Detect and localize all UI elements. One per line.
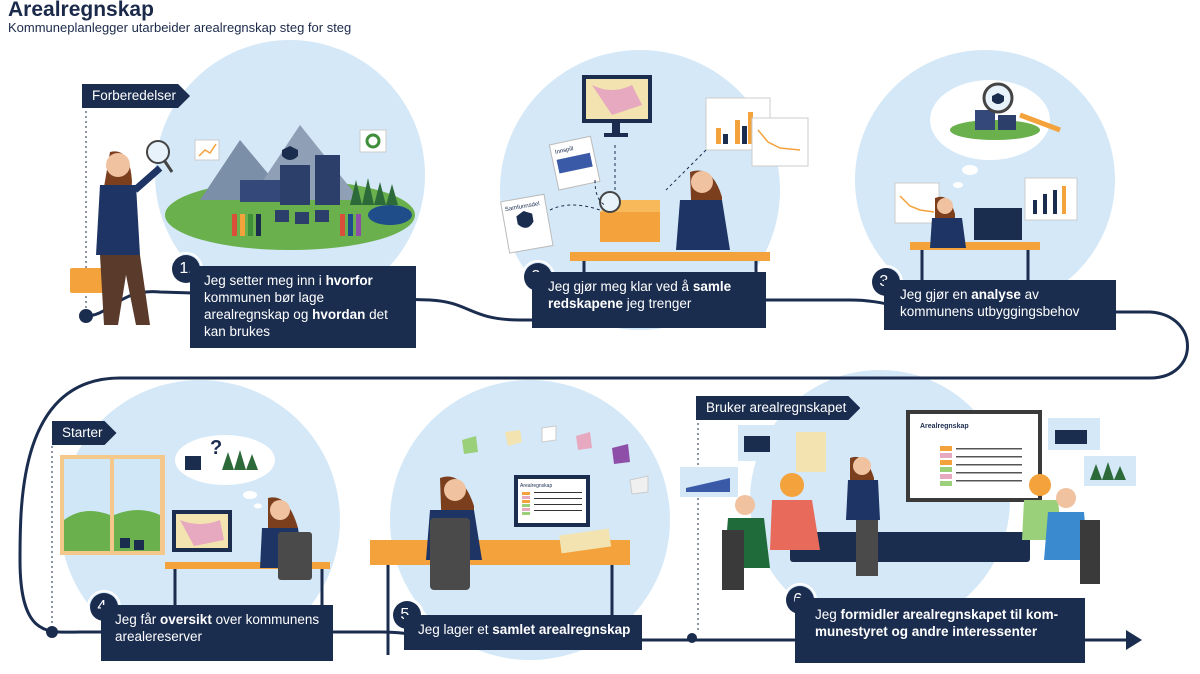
step-2-segment: Jeg gjør meg klar ved å [548, 279, 693, 294]
step-5-segment: Jeg lager et [418, 622, 492, 637]
step-5-text: Jeg lager et samlet arealregnskap [404, 615, 642, 650]
step-3-segment: Jeg gjør en [900, 287, 971, 302]
phase-tag-use: Bruker arealregnskapet [696, 396, 860, 420]
step-6-text: Jeg formidler arealregnskapet til kom-mu… [795, 598, 1085, 663]
step-4-segment: oversikt [160, 612, 212, 627]
phase-tag-start: Starter [52, 421, 117, 445]
step-4-text: Jeg får oversikt over kommunens arealere… [101, 605, 333, 661]
step-3-segment: analyse [971, 287, 1021, 302]
step-1-segment: hvordan [312, 307, 365, 322]
step-2-text: Jeg gjør meg klar ved å samle redskapene… [532, 272, 766, 328]
step-4-segment: Jeg får [115, 612, 160, 627]
phase-tag-preparation: Forberedelser [82, 84, 190, 108]
step-6-segment: formidler arealregnskapet til kom-munest… [815, 607, 1058, 639]
woman-with-magnifier-illustration [70, 141, 172, 325]
step-3-text: Jeg gjør en analyse av kommunens utbyggi… [884, 280, 1116, 330]
step-6-segment: Jeg [815, 607, 841, 622]
step-1-text: Jeg setter meg inn i hvorfor kommunen bø… [190, 266, 416, 348]
screen5-title: Arealregnskap [520, 483, 552, 489]
step-2-segment: jeg trenger [623, 296, 691, 311]
screen6-title: Arealregnskap [920, 423, 969, 430]
step-1-segment: hvorfor [326, 273, 373, 288]
path-dot-step6 [687, 633, 697, 643]
path-dot-row2 [46, 626, 58, 638]
step-1-segment: kommunen bør lage arealregnskap og [204, 290, 324, 322]
thought-question-mark: ? [210, 437, 222, 459]
step-5-segment: samlet arealregnskap [492, 622, 630, 637]
path-start-dot [79, 309, 93, 323]
path-arrow-end [1126, 630, 1142, 650]
step-1-segment: Jeg setter meg inn i [204, 273, 326, 288]
